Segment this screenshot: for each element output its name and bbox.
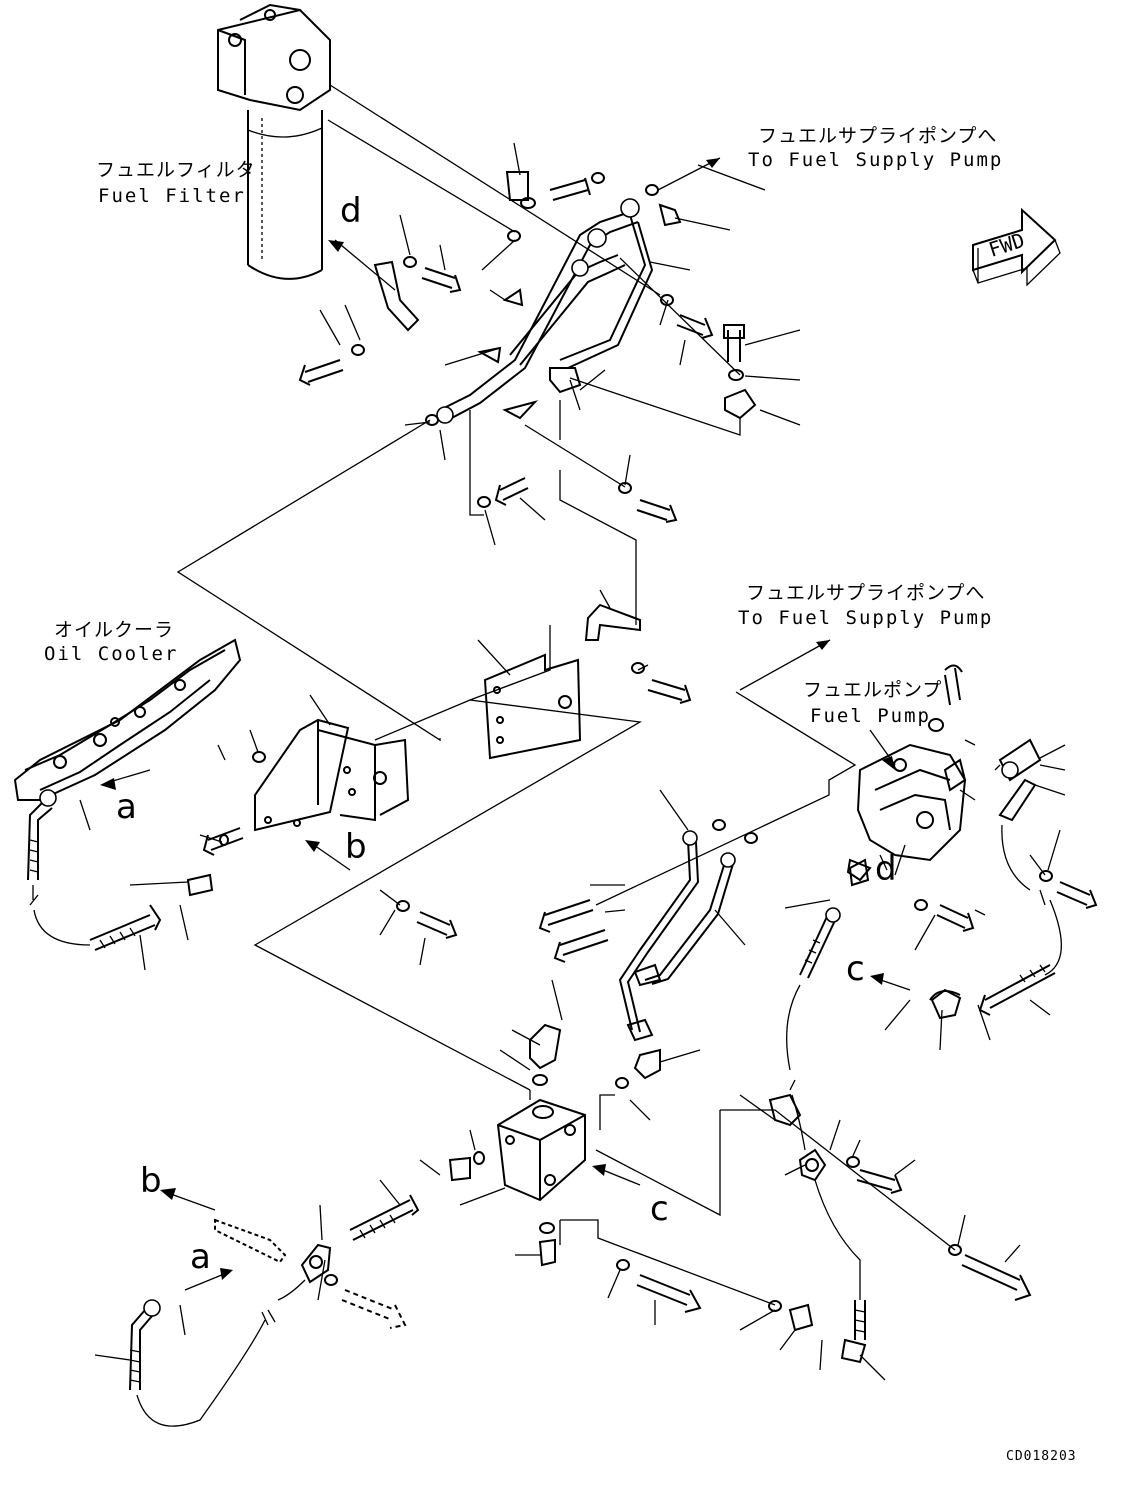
callout-b-bottom: b [140, 1161, 162, 1201]
fuel-pump-label-jp: フュエルポンプ [803, 679, 943, 701]
oil-cooler-hose [27, 789, 162, 951]
supply-pump-mid-label-en: To Fuel Supply Pump [738, 607, 994, 629]
fwd-arrow-icon [972, 207, 1061, 287]
callout-b-mid: b [345, 827, 367, 867]
drawing-code: CD018203 [1006, 1449, 1077, 1464]
pump-hoses [768, 738, 1062, 1364]
oil-cooler [13, 638, 242, 801]
supply-pump-top-label-jp: フュエルサプライポンプへ [758, 125, 998, 147]
leader-lines-top [176, 84, 857, 1091]
callout-d-top: d [340, 191, 362, 231]
callout-d-pump: d [875, 849, 897, 889]
bottom-hose [129, 1194, 420, 1427]
middle-pipes [618, 830, 736, 1042]
center-bracket-plate [483, 603, 641, 760]
callout-c-right: c [846, 949, 865, 989]
oil-cooler-label-en: Oil Cooler [44, 643, 179, 665]
clamps-top [477, 171, 757, 420]
oil-cooler-label-jp: オイルクーラ [54, 619, 175, 641]
flow-arrows [100, 157, 911, 1291]
fuel-filter [217, 3, 331, 280]
fuel-pump-label-en: Fuel Pump [810, 705, 931, 727]
leader-lines-bottom [529, 1090, 956, 1306]
callout-c-bottom: c [650, 1189, 669, 1229]
callout-leaders [79, 142, 1066, 1381]
callout-a-left: a [116, 787, 137, 827]
top-fuel-pipes [436, 198, 654, 424]
fuel-filter-label-jp: フュエルフィルタ [96, 159, 256, 181]
supply-pump-mid-label-jp: フュエルサプライポンプへ [746, 582, 986, 604]
fuel-pump [846, 664, 967, 882]
supply-pump-top-label-en: To Fuel Supply Pump [748, 149, 1004, 171]
fittings-mid [186, 858, 961, 1332]
bracket-b [254, 718, 410, 832]
bolts [202, 177, 1098, 1329]
bracket-d-top [373, 260, 420, 332]
fuel-filter-label-en: Fuel Filter [98, 185, 246, 207]
valve-block [496, 1098, 586, 1202]
callout-a-bottom: a [190, 1237, 211, 1277]
